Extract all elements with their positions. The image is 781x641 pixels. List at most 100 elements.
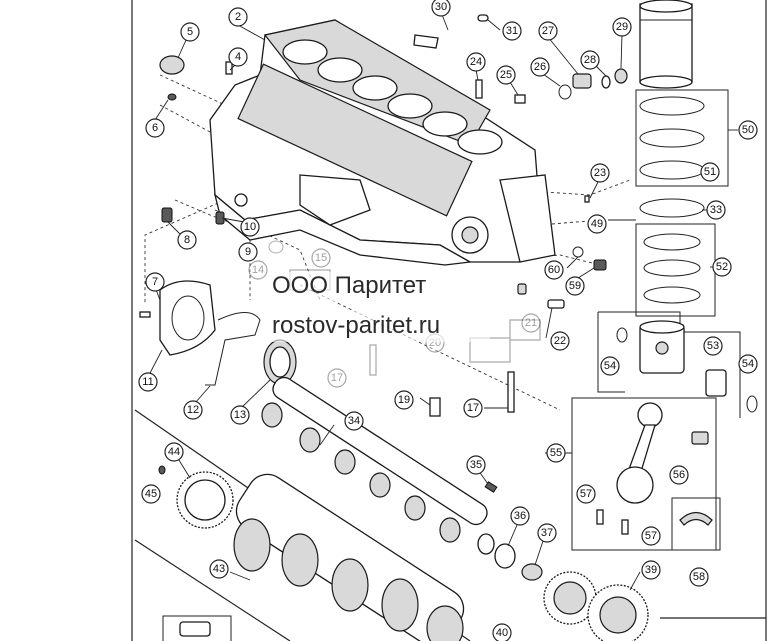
callout-43: 43 bbox=[209, 559, 229, 579]
callout-40: 40 bbox=[492, 623, 512, 641]
crankshaft-panel bbox=[134, 409, 471, 641]
callout-56: 56 bbox=[669, 465, 689, 485]
top-small-parts bbox=[159, 14, 628, 104]
svg-text:17: 17 bbox=[467, 402, 479, 414]
callout-54b: 54 bbox=[738, 354, 758, 374]
svg-text:40: 40 bbox=[496, 627, 508, 639]
callout-17a: 17 bbox=[327, 368, 347, 388]
svg-text:54: 54 bbox=[604, 360, 616, 372]
callout-14: 14 bbox=[248, 260, 268, 280]
callout-57b: 57 bbox=[641, 526, 661, 546]
svg-text:15: 15 bbox=[315, 252, 327, 264]
svg-text:57: 57 bbox=[580, 488, 592, 500]
svg-text:25: 25 bbox=[500, 69, 512, 81]
callout-29: 29 bbox=[612, 17, 632, 37]
svg-text:6: 6 bbox=[152, 122, 158, 134]
callout-28: 28 bbox=[580, 50, 600, 70]
svg-text:17: 17 bbox=[331, 372, 343, 384]
connecting-rod-assembly bbox=[571, 397, 721, 551]
callout-4: 4 bbox=[228, 47, 248, 67]
callout-57a: 57 bbox=[576, 484, 596, 504]
svg-text:45: 45 bbox=[145, 488, 157, 500]
callout-5: 5 bbox=[180, 22, 200, 42]
callout-24: 24 bbox=[466, 52, 486, 72]
svg-text:44: 44 bbox=[168, 446, 180, 458]
svg-text:36: 36 bbox=[514, 510, 526, 522]
svg-text:12: 12 bbox=[187, 404, 199, 416]
svg-text:4: 4 bbox=[235, 51, 241, 63]
callout-25: 25 bbox=[496, 65, 516, 85]
callout-39: 39 bbox=[641, 560, 661, 580]
watermark-company: ООО Паритет bbox=[272, 272, 426, 299]
svg-text:39: 39 bbox=[645, 564, 657, 576]
callout-8: 8 bbox=[177, 230, 197, 250]
callout-51: 51 bbox=[700, 162, 720, 182]
callout-7: 7 bbox=[145, 272, 165, 292]
callout-2: 2 bbox=[228, 7, 248, 27]
camshaft-gear-train bbox=[494, 543, 649, 641]
callout-59: 59 bbox=[565, 276, 585, 296]
svg-text:29: 29 bbox=[616, 21, 628, 33]
rear-seal-housing bbox=[139, 280, 216, 356]
svg-text:30: 30 bbox=[435, 1, 447, 13]
svg-text:35: 35 bbox=[470, 459, 482, 471]
svg-text:34: 34 bbox=[348, 415, 360, 427]
callout-30: 30 bbox=[431, 0, 451, 17]
svg-text:21: 21 bbox=[525, 317, 537, 329]
callout-33: 33 bbox=[706, 200, 726, 220]
svg-text:5: 5 bbox=[187, 26, 193, 38]
svg-text:51: 51 bbox=[704, 166, 716, 178]
callout-37: 37 bbox=[537, 523, 557, 543]
svg-text:59: 59 bbox=[569, 280, 581, 292]
piston-rings bbox=[635, 223, 716, 317]
callout-49: 49 bbox=[587, 214, 607, 234]
svg-text:56: 56 bbox=[673, 469, 685, 481]
svg-text:27: 27 bbox=[542, 25, 554, 37]
callout-15: 15 bbox=[311, 248, 331, 268]
camshaft bbox=[261, 376, 498, 555]
watermark-website: rostov-paritet.ru bbox=[272, 312, 440, 339]
callout-13: 13 bbox=[230, 405, 250, 425]
callout-36: 36 bbox=[510, 506, 530, 526]
crankshaft-rear-seal bbox=[263, 339, 297, 385]
callout-10: 10 bbox=[240, 217, 260, 237]
svg-text:22: 22 bbox=[554, 335, 566, 347]
callout-31: 31 bbox=[502, 21, 522, 41]
svg-text:55: 55 bbox=[550, 447, 562, 459]
watermark: ООО Паритет rostov-paritet.ru bbox=[268, 272, 490, 342]
svg-text:14: 14 bbox=[252, 264, 264, 276]
callout-34: 34 bbox=[344, 411, 364, 431]
svg-text:2: 2 bbox=[235, 11, 241, 23]
block-small-fittings bbox=[161, 193, 607, 417]
callout-6: 6 bbox=[145, 118, 165, 138]
callout-11: 11 bbox=[138, 372, 158, 392]
svg-text:8: 8 bbox=[184, 234, 190, 246]
callout-60: 60 bbox=[544, 260, 564, 280]
callout-22: 22 bbox=[550, 331, 570, 351]
callout-26: 26 bbox=[530, 57, 550, 77]
callout-52: 52 bbox=[712, 257, 732, 277]
callout-45: 45 bbox=[141, 484, 161, 504]
callout-44: 44 bbox=[164, 442, 184, 462]
callout-leader-lines bbox=[148, 11, 738, 591]
svg-text:43: 43 bbox=[213, 563, 225, 575]
svg-text:7: 7 bbox=[152, 276, 158, 288]
callout-58: 58 bbox=[689, 567, 709, 587]
callout-markers: 2 4 5 6 7 8 9 10 11 12 13 14 15 17 17 19… bbox=[138, 0, 758, 641]
callout-27: 27 bbox=[538, 21, 558, 41]
svg-text:52: 52 bbox=[716, 261, 728, 273]
rear-cover-gasket bbox=[205, 312, 261, 386]
svg-text:33: 33 bbox=[710, 204, 722, 216]
svg-text:53: 53 bbox=[707, 340, 719, 352]
svg-text:26: 26 bbox=[534, 61, 546, 73]
svg-text:49: 49 bbox=[591, 218, 603, 230]
callout-35: 35 bbox=[466, 455, 486, 475]
piston-assembly bbox=[597, 311, 758, 418]
svg-text:54: 54 bbox=[742, 358, 754, 370]
svg-text:60: 60 bbox=[548, 264, 560, 276]
cylinder-liner bbox=[639, 0, 693, 89]
callout-23: 23 bbox=[590, 163, 610, 183]
callout-17b: 17 bbox=[463, 398, 483, 418]
callout-53: 53 bbox=[703, 336, 723, 356]
